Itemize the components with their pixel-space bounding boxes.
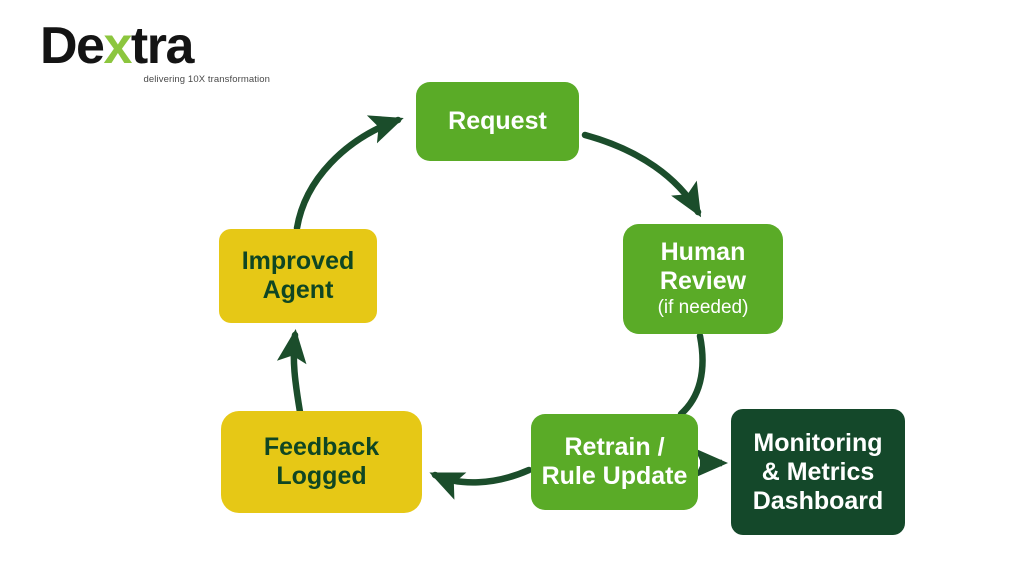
node-request[interactable]: Request [416,82,579,161]
dextra-logo: Dextra delivering 10X transformation [40,20,270,95]
arrow-request-to-human-review [581,131,702,218]
node-monitoring-line-0: Monitoring [753,428,883,457]
node-monitoring-line-2: Dashboard [752,486,884,515]
node-human-review-sublabel: (if needed) [657,297,749,319]
logo-tagline: delivering 10X transformation [143,74,270,85]
node-improved-agent[interactable]: Improved Agent [219,229,377,323]
node-feedback-line-1: Logged [276,462,367,490]
logo-word-part1: De [40,17,105,75]
node-feedback-logged[interactable]: Feedback Logged [221,411,422,513]
arrow-retrain-to-feedback [429,466,533,500]
node-human-review-line-0: Human [660,238,746,267]
logo-wordmark: Dextra [40,20,270,72]
arrow-feedback-to-improved-agent [276,328,307,416]
arrow-human-review-to-retrain [677,332,706,418]
node-monitoring-metrics-dashboard[interactable]: Monitoring & Metrics Dashboard [731,409,905,535]
node-retrain-line-0: Retrain / [564,433,665,461]
logo-word-accent: x [103,17,132,75]
node-human-review[interactable]: Human Review (if needed) [623,224,783,334]
node-monitoring-line-1: & Metrics [761,457,875,486]
arrow-improved-agent-to-request [293,115,404,232]
node-improved-line-1: Agent [262,276,334,304]
node-retrain-rule-update[interactable]: Retrain / Rule Update [531,414,698,510]
node-retrain-line-1: Rule Update [541,462,688,490]
node-feedback-line-0: Feedback [263,433,380,461]
node-request-line-0: Request [448,107,547,135]
logo-word-part2: tra [130,17,194,75]
node-improved-line-0: Improved [241,247,355,275]
node-human-review-line-1: Review [659,267,747,296]
